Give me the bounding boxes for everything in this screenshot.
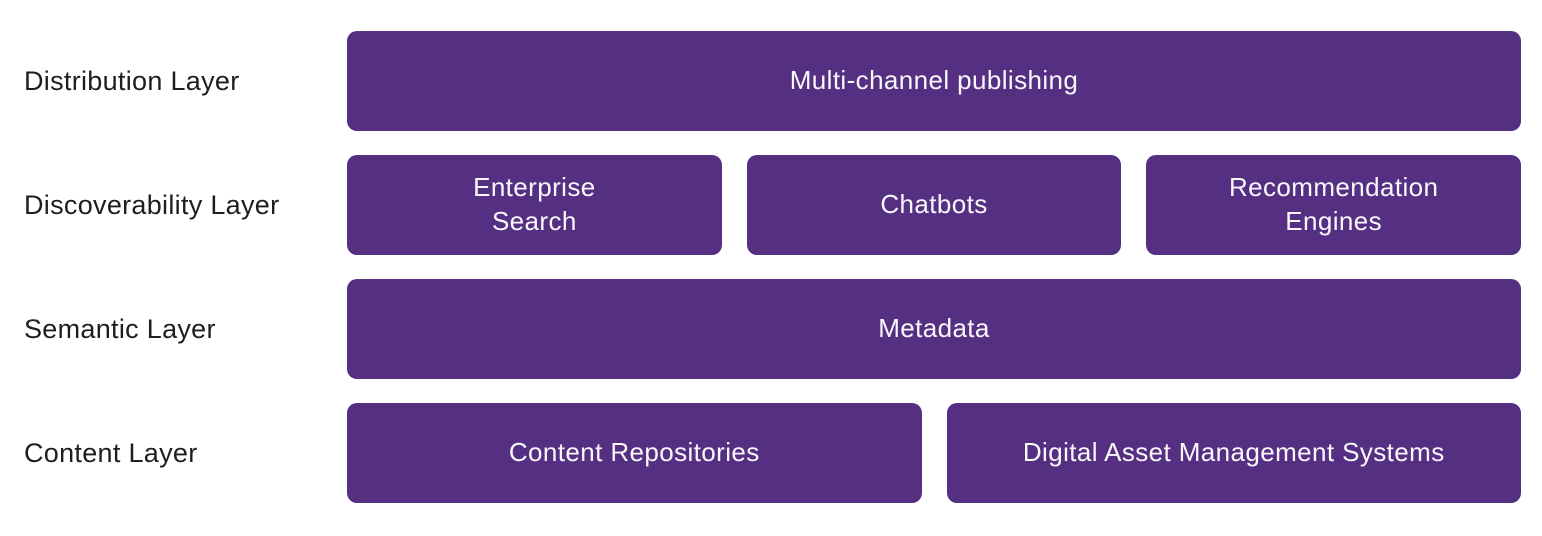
box-metadata: Metadata [347, 279, 1521, 379]
diagram-rows: Distribution Layer Multi-channel publish… [0, 31, 1522, 507]
row-label-distribution: Distribution Layer [24, 65, 240, 96]
row-boxes: Content Repositories Digital Asset Manag… [347, 403, 1521, 503]
row-boxes: Multi-channel publishing [347, 31, 1521, 131]
box-recommendation-engines: Recommendation Engines [1146, 155, 1522, 255]
row-label-semantic: Semantic Layer [24, 313, 216, 344]
box-enterprise-search: Enterprise Search [347, 155, 722, 255]
row-boxes: Metadata [347, 279, 1521, 379]
row-label-content: Content Layer [24, 437, 198, 468]
row-discoverability-layer: Discoverability Layer Enterprise Search … [0, 155, 1522, 255]
row-boxes: Enterprise Search Chatbots Recommendatio… [347, 155, 1522, 255]
row-semantic-layer: Semantic Layer Metadata [0, 279, 1521, 379]
row-distribution-layer: Distribution Layer Multi-channel publish… [0, 31, 1521, 131]
box-chatbots: Chatbots [746, 155, 1122, 255]
row-label-discoverability: Discoverability Layer [24, 189, 280, 220]
box-digital-asset-management-systems: Digital Asset Management Systems [946, 403, 1521, 503]
box-multi-channel-publishing: Multi-channel publishing [347, 31, 1521, 131]
row-content-layer: Content Layer Content Repositories Digit… [0, 403, 1521, 503]
box-content-repositories: Content Repositories [347, 403, 922, 503]
